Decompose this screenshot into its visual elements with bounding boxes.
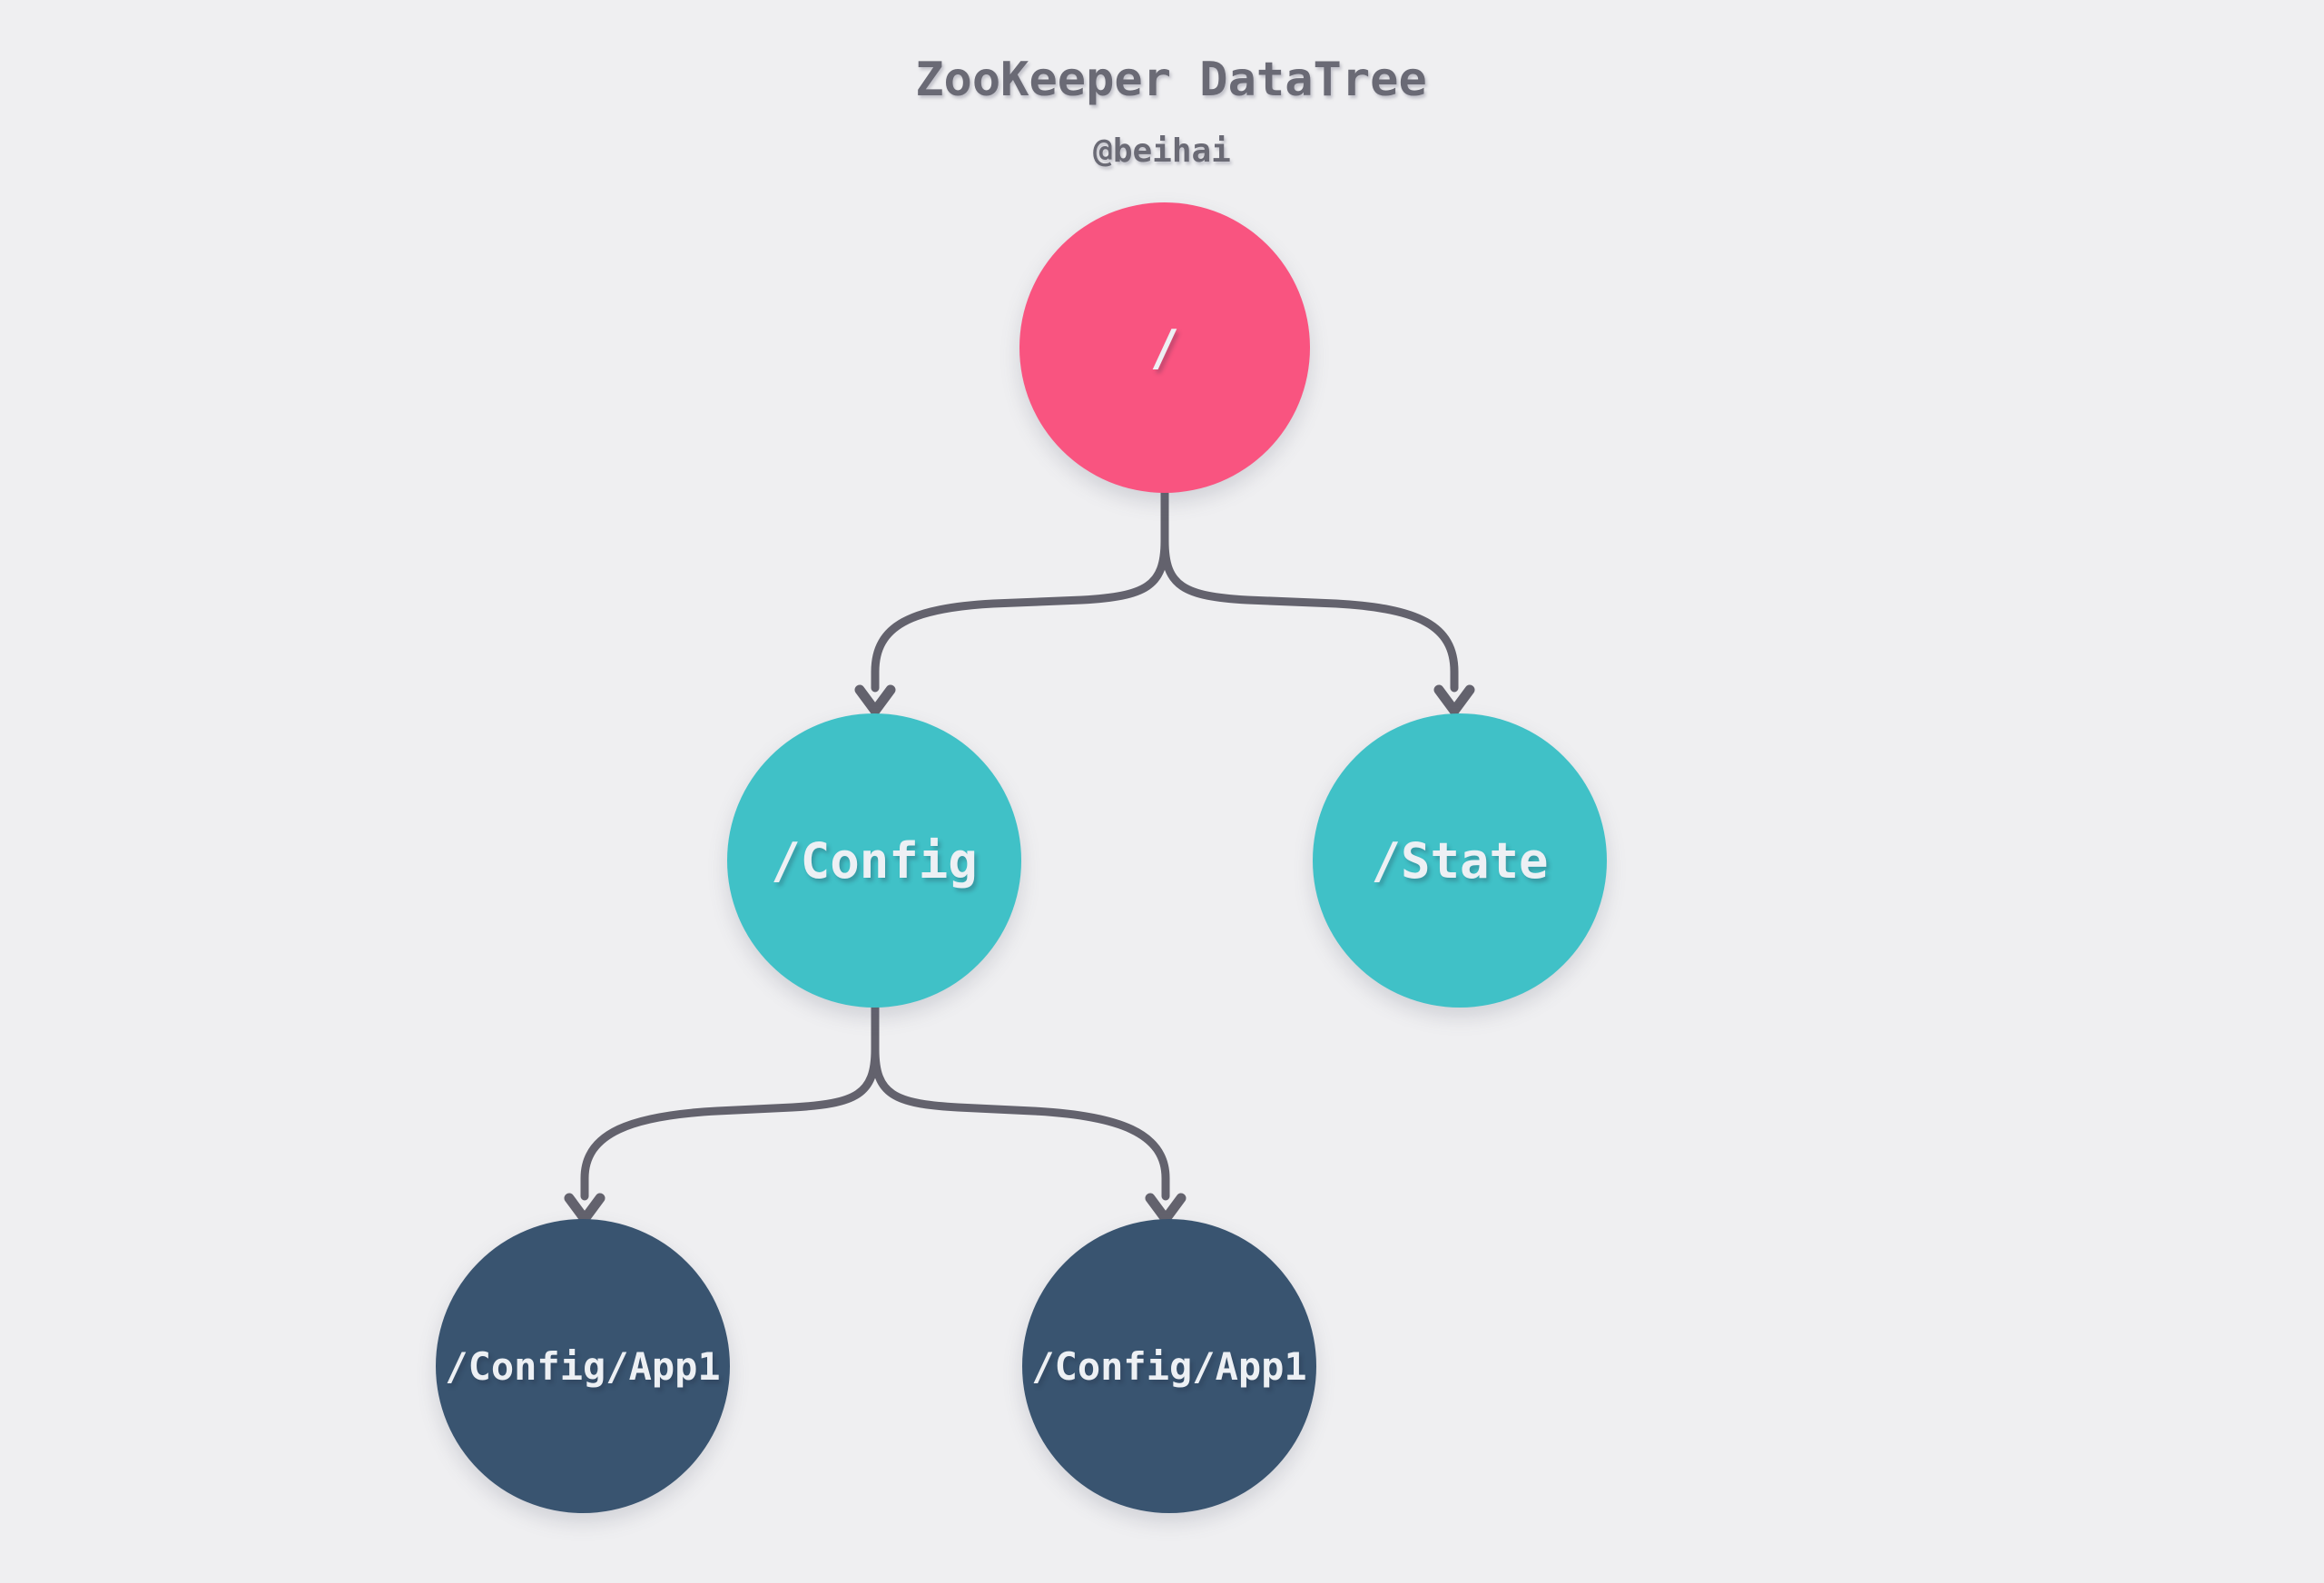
diagram-author: @beihai — [1093, 133, 1231, 170]
node-state-label: /State — [1371, 831, 1549, 890]
node-config-app1-right: /Config/App1 — [1022, 1219, 1316, 1513]
edge-root-to-state — [1160, 486, 1475, 716]
edge-config-to-app1-right — [871, 999, 1187, 1224]
node-root-label: / — [1149, 319, 1180, 377]
node-config: /Config — [727, 713, 1021, 1008]
node-config-label: /Config — [771, 831, 978, 890]
edge-root-to-config-line — [871, 486, 1169, 693]
arrowhead-icon — [1145, 1193, 1187, 1224]
arrowhead-icon — [854, 684, 896, 716]
diagram-title: ZooKeeper DataTree — [915, 53, 1427, 107]
node-root: / — [1019, 202, 1310, 493]
edge-config-to-app1-left — [564, 999, 880, 1224]
edge-root-to-config — [854, 486, 1169, 716]
node-config-app1-right-label: /Config/App1 — [1031, 1343, 1307, 1389]
arrowhead-icon — [1433, 684, 1475, 716]
edge-config-to-app1-left-line — [580, 999, 880, 1201]
edge-config-to-app1-right-line — [871, 999, 1170, 1201]
node-config-app1-left-label: /Config/App1 — [445, 1343, 721, 1389]
arrowhead-icon — [564, 1193, 606, 1224]
node-config-app1-left: /Config/App1 — [436, 1219, 730, 1513]
node-state: /State — [1313, 713, 1607, 1008]
edge-root-to-state-line — [1160, 486, 1459, 693]
